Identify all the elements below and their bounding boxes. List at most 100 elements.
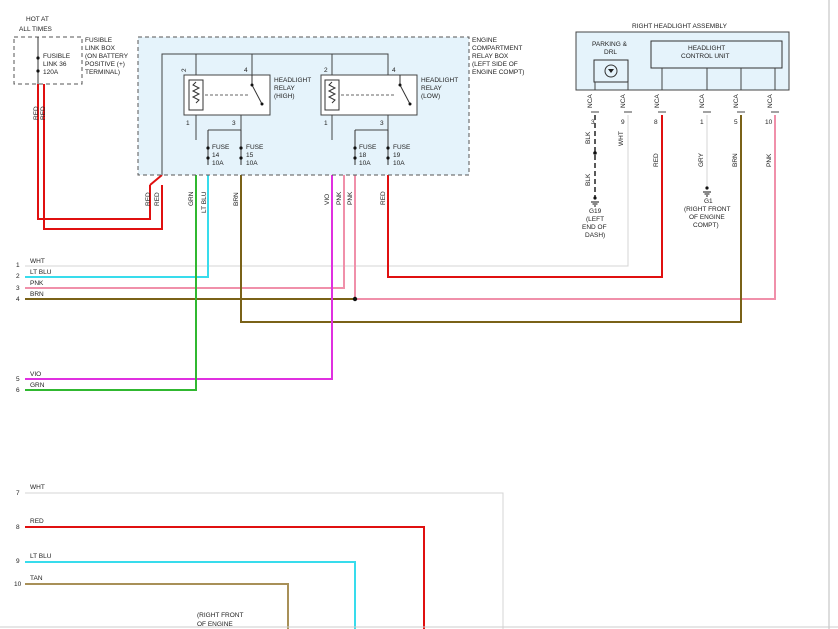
svg-text:WHT: WHT xyxy=(618,131,625,146)
svg-text:NCA: NCA xyxy=(733,94,740,108)
wires xyxy=(25,84,776,629)
svg-text:4: 4 xyxy=(392,67,396,74)
svg-text:HEADLIGHT: HEADLIGHT xyxy=(274,77,311,84)
wire-pnk-hl xyxy=(355,115,776,300)
wire-wht-row7 xyxy=(25,492,504,629)
svg-text:NCA: NCA xyxy=(620,94,627,108)
relay-low-pin-labels: 2 4 1 3 xyxy=(324,67,396,127)
headlight-wire-labels: BLK WHT BLK RED GRY BRN PNK xyxy=(585,131,773,186)
svg-text:FUSE: FUSE xyxy=(393,144,411,151)
headlight-assembly xyxy=(575,31,790,91)
fuse-19: FUSE 19 10A xyxy=(386,130,411,167)
relay-box-label: ENGINE COMPARTMENT RELAY BOX (LEFT SIDE … xyxy=(472,37,524,76)
svg-text:LINK 36: LINK 36 xyxy=(43,61,67,68)
svg-text:BRN: BRN xyxy=(732,153,739,167)
svg-text:ENGINE COMPT): ENGINE COMPT) xyxy=(472,69,524,76)
svg-text:RED: RED xyxy=(145,192,152,206)
row-color-7: WHT xyxy=(30,484,45,491)
control-unit-label: HEADLIGHT CONTROL UNIT xyxy=(681,45,730,60)
svg-text:PNK: PNK xyxy=(347,191,354,205)
wire-pnk-row3 xyxy=(25,140,345,289)
svg-text:10A: 10A xyxy=(359,160,371,167)
assembly-internal-wires xyxy=(594,68,776,90)
fuse-14: FUSE 14 10A xyxy=(206,130,230,167)
svg-text:19: 19 xyxy=(393,152,401,159)
fuse-18: FUSE 18 10A xyxy=(353,130,377,167)
wire-wht-row1 xyxy=(25,115,629,267)
svg-text:VIO: VIO xyxy=(324,194,331,205)
svg-text:3: 3 xyxy=(232,120,236,127)
svg-text:RED: RED xyxy=(653,153,660,167)
svg-text:RELAY: RELAY xyxy=(274,85,295,92)
wire-red-stub xyxy=(149,174,163,186)
row-color-8: RED xyxy=(30,518,44,525)
svg-text:NCA: NCA xyxy=(587,94,594,108)
svg-text:ENGINE: ENGINE xyxy=(472,37,498,44)
row-num-9: 9 xyxy=(16,558,20,565)
headlight-control-unit xyxy=(650,40,783,69)
relay-high-pin-labels: 2 4 1 3 xyxy=(181,67,248,127)
svg-text:RELAY BOX: RELAY BOX xyxy=(472,53,509,60)
relay-high-switch xyxy=(250,75,264,106)
svg-text:NCA: NCA xyxy=(699,94,706,108)
svg-text:2: 2 xyxy=(324,67,328,74)
parking-lamp-icon xyxy=(604,64,618,78)
svg-text:PNK: PNK xyxy=(766,153,773,167)
connector-rows: 1 WHT 2 LT BLU 3 PNK 4 BRN 5 VIO 6 GRN 7… xyxy=(14,258,52,588)
svg-text:BLK: BLK xyxy=(585,131,592,144)
svg-text:3: 3 xyxy=(380,120,384,127)
svg-text:FUSIBLE: FUSIBLE xyxy=(43,53,71,60)
ground-g19-label: G19 (LEFT END OF DASH) xyxy=(582,208,607,239)
svg-text:5: 5 xyxy=(734,119,738,126)
row-color-2: LT BLU xyxy=(30,269,52,276)
fusible-link-box-label: FUSIBLE LINK BOX (ON BATTERY POSITIVE (+… xyxy=(85,37,129,76)
svg-text:LT BLU: LT BLU xyxy=(201,191,208,213)
relay-box-bus-2 xyxy=(195,54,333,75)
svg-text:OF ENGINE: OF ENGINE xyxy=(197,621,233,628)
relay-low-coil xyxy=(324,79,340,111)
svg-text:14: 14 xyxy=(212,152,220,159)
wire-vio-row5 xyxy=(25,140,333,380)
row-num-7: 7 xyxy=(16,490,20,497)
row-num-1: 1 xyxy=(16,262,20,269)
parking-drl: PARKING & DRL xyxy=(592,41,629,83)
relay-low-label: HEADLIGHT RELAY (LOW) xyxy=(421,77,458,100)
svg-text:TERMINAL): TERMINAL) xyxy=(85,69,120,76)
headlight-assembly-title: RIGHT HEADLIGHT ASSEMBLY xyxy=(632,23,728,30)
svg-text:DASH): DASH) xyxy=(585,232,605,239)
ground-g19-icon xyxy=(591,196,599,207)
svg-text:1: 1 xyxy=(324,120,328,127)
fusible-link-dot-bot xyxy=(36,69,40,73)
ground-g1-icon xyxy=(703,186,711,197)
svg-text:HEADLIGHT: HEADLIGHT xyxy=(421,77,458,84)
svg-text:FUSE: FUSE xyxy=(212,144,230,151)
splice-dot xyxy=(352,296,358,302)
svg-text:1: 1 xyxy=(700,119,704,126)
svg-text:18: 18 xyxy=(359,152,367,159)
svg-text:8: 8 xyxy=(654,119,658,126)
svg-text:PARKING &: PARKING & xyxy=(592,41,628,48)
svg-text:NCA: NCA xyxy=(654,94,661,108)
svg-text:DRL: DRL xyxy=(604,49,617,56)
svg-text:120A: 120A xyxy=(43,69,59,76)
svg-text:POSITIVE (+): POSITIVE (+) xyxy=(85,61,125,68)
svg-text:RED: RED xyxy=(40,106,47,120)
svg-text:10A: 10A xyxy=(393,160,405,167)
svg-text:PNK: PNK xyxy=(336,191,343,205)
wire-brn-hl xyxy=(240,115,742,323)
row-color-5: VIO xyxy=(30,371,41,378)
wire-red-fusible-1 xyxy=(37,84,151,220)
blk-splice-dot xyxy=(593,151,597,155)
svg-text:9: 9 xyxy=(621,119,625,126)
row-num-2: 2 xyxy=(16,273,20,280)
row-num-10: 10 xyxy=(14,581,22,588)
svg-text:FUSE: FUSE xyxy=(246,144,264,151)
svg-text:(LEFT SIDE OF: (LEFT SIDE OF xyxy=(472,61,518,68)
wire-ltblu-row2 xyxy=(25,140,209,278)
fusible-link-label: FUSIBLE LINK 36 120A xyxy=(43,53,71,76)
row-num-5: 5 xyxy=(16,376,20,383)
relay-low-switch xyxy=(398,75,412,106)
svg-text:2: 2 xyxy=(181,68,188,72)
wire-red-row8 xyxy=(25,526,425,629)
